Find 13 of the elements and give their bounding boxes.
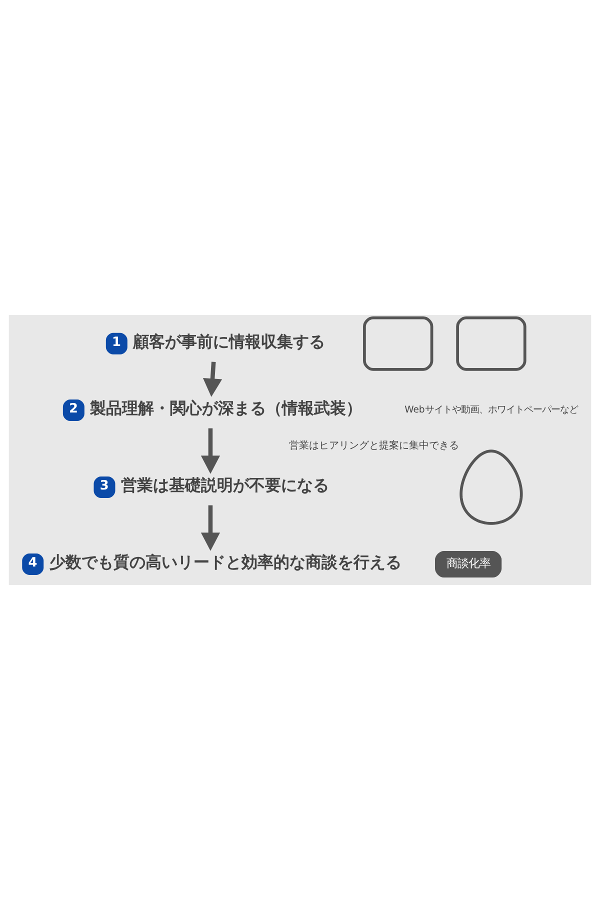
label: Webサイトや動画、ホワイトペーパーなど bbox=[404, 404, 578, 416]
node-label: 営業はヒアリングと提案に集中できる bbox=[289, 440, 460, 452]
node-label: 顧客が事前に情報収集する bbox=[133, 332, 326, 351]
node-label: 製品理解・関心が深まる（情報武装） bbox=[90, 398, 362, 418]
node-box bbox=[363, 316, 434, 371]
node-box: 商談化率 bbox=[435, 550, 502, 578]
node-label: 少数でも質の高いリードと効率的な商談を行える bbox=[49, 552, 402, 572]
arrow bbox=[202, 362, 222, 397]
arrow bbox=[200, 505, 220, 551]
node-label: 営業は基礎説明が不要になる bbox=[120, 476, 329, 495]
node-person bbox=[460, 450, 523, 525]
arrow bbox=[200, 428, 220, 474]
node-box bbox=[456, 316, 526, 371]
